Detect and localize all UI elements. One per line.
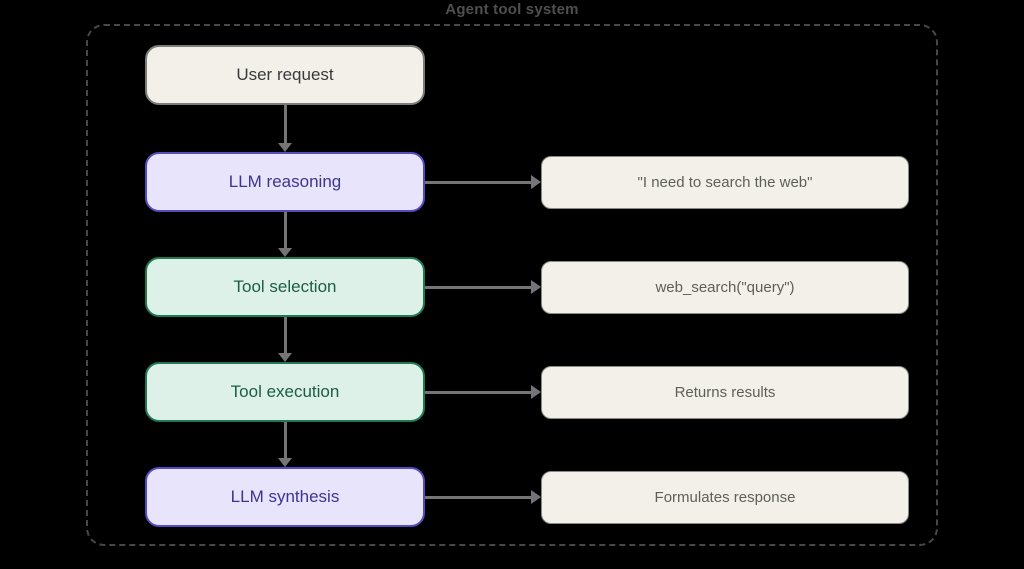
note-llm-synthesis: Formulates response bbox=[541, 471, 909, 524]
node-user-request-label: User request bbox=[236, 65, 334, 84]
note-llm-reasoning-text: "I need to search the web" bbox=[637, 174, 813, 191]
node-llm-reasoning: LLM reasoning bbox=[145, 152, 425, 212]
arrowhead-right-icon bbox=[531, 385, 541, 399]
node-llm-reasoning-label: LLM reasoning bbox=[228, 172, 342, 191]
node-llm-synthesis: LLM synthesis bbox=[145, 467, 425, 527]
arrow-llm-reasoning-to-tool-selection bbox=[278, 212, 292, 257]
node-llm-synthesis-label: LLM synthesis bbox=[230, 487, 340, 506]
arrowhead-down-icon bbox=[278, 143, 292, 152]
node-user-request: User request bbox=[145, 45, 425, 105]
arrow-shaft bbox=[283, 422, 287, 459]
arrow-llm-synthesis-to-note bbox=[425, 490, 541, 504]
arrow-shaft bbox=[283, 105, 287, 144]
arrowhead-right-icon bbox=[531, 280, 541, 294]
arrowhead-right-icon bbox=[531, 175, 541, 189]
arrow-shaft bbox=[425, 285, 533, 289]
note-tool-execution: Returns results bbox=[541, 366, 909, 419]
arrow-user-request-to-llm-reasoning bbox=[278, 105, 292, 152]
note-tool-selection-text: web_search("query") bbox=[655, 279, 795, 296]
arrowhead-down-icon bbox=[278, 248, 292, 257]
node-tool-execution-label: Tool execution bbox=[230, 382, 340, 401]
note-llm-reasoning: "I need to search the web" bbox=[541, 156, 909, 209]
arrowhead-down-icon bbox=[278, 353, 292, 362]
note-llm-synthesis-text: Formulates response bbox=[654, 489, 796, 506]
note-tool-execution-text: Returns results bbox=[674, 384, 776, 401]
arrow-shaft bbox=[425, 495, 533, 499]
arrow-shaft bbox=[283, 212, 287, 249]
node-tool-selection: Tool selection bbox=[145, 257, 425, 317]
arrow-shaft bbox=[425, 180, 533, 184]
node-tool-execution: Tool execution bbox=[145, 362, 425, 422]
arrowhead-down-icon bbox=[278, 458, 292, 467]
diagram-title: Agent tool system bbox=[445, 1, 579, 18]
arrow-tool-execution-to-llm-synthesis bbox=[278, 422, 292, 467]
arrow-llm-reasoning-to-note bbox=[425, 175, 541, 189]
note-tool-selection: web_search("query") bbox=[541, 261, 909, 314]
arrow-shaft bbox=[283, 317, 287, 354]
arrow-tool-selection-to-tool-execution bbox=[278, 317, 292, 362]
arrow-tool-selection-to-note bbox=[425, 280, 541, 294]
diagram-frame bbox=[86, 24, 938, 546]
arrowhead-right-icon bbox=[531, 490, 541, 504]
arrow-shaft bbox=[425, 390, 533, 394]
node-tool-selection-label: Tool selection bbox=[233, 277, 337, 296]
arrow-tool-execution-to-note bbox=[425, 385, 541, 399]
